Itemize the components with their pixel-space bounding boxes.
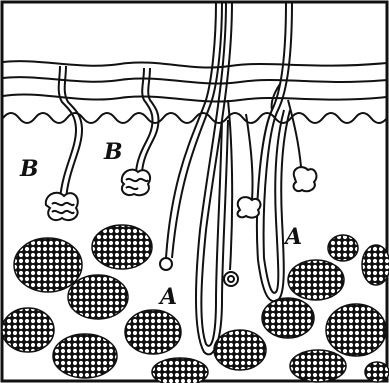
- fat-lobule: [365, 362, 389, 382]
- fat-lobule: [14, 238, 82, 292]
- label-a-left: A: [158, 284, 177, 310]
- fat-lobule: [53, 334, 117, 378]
- fat-lobule: [152, 358, 208, 383]
- fat-lobule: [362, 245, 389, 285]
- fat-lobule: [288, 260, 344, 300]
- fat-lobule: [214, 330, 266, 370]
- fat-lobule: [328, 235, 358, 261]
- skin-second-line: [3, 77, 387, 83]
- fat-lobule: [68, 275, 128, 319]
- gland-b-mid: [122, 68, 159, 195]
- dermis-wavy-line: [3, 113, 387, 123]
- fat-lobule: [290, 350, 346, 382]
- fat-lobule: [326, 304, 386, 356]
- gland-b-left: [46, 66, 82, 220]
- fat-lobule: [125, 310, 181, 354]
- label-a-right: A: [283, 224, 302, 250]
- label-b-mid: B: [103, 139, 123, 165]
- fat-lobule: [2, 308, 54, 352]
- gland-a-right: [238, 2, 317, 301]
- fat-lobule: [92, 225, 152, 269]
- label-b-left: B: [19, 156, 39, 182]
- fat-lobule: [262, 298, 314, 338]
